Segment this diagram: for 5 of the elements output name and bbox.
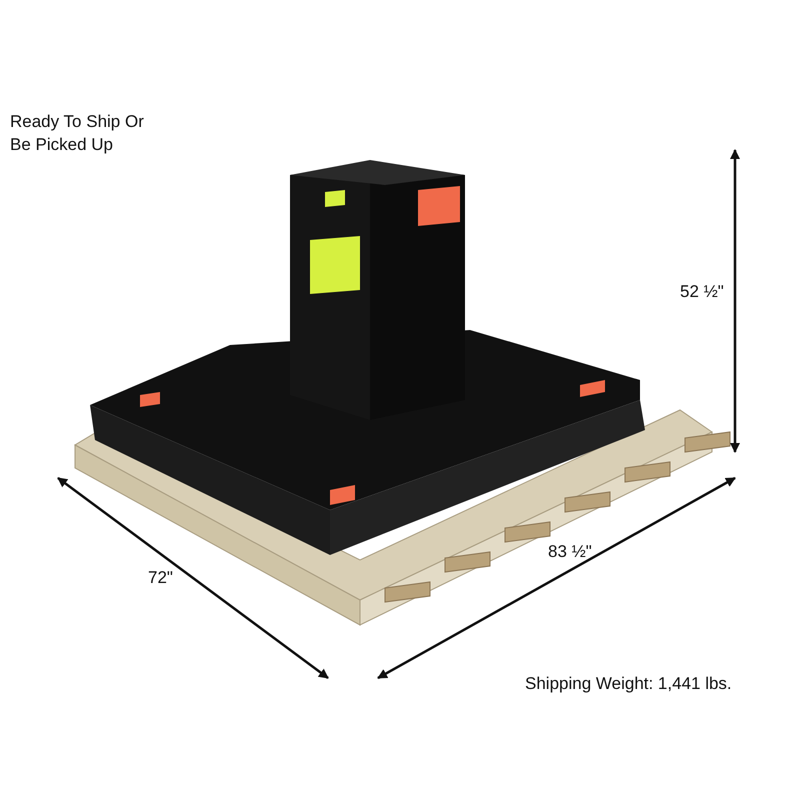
dimension-label: 83 ½": [548, 541, 592, 563]
caption-text: Ready To Ship Or Be Picked Up: [10, 111, 145, 156]
dimension-label: 52 ½": [680, 281, 724, 303]
dimension-label: 72": [148, 567, 173, 589]
weight-note: Shipping Weight: 1,441 lbs.: [525, 673, 733, 695]
